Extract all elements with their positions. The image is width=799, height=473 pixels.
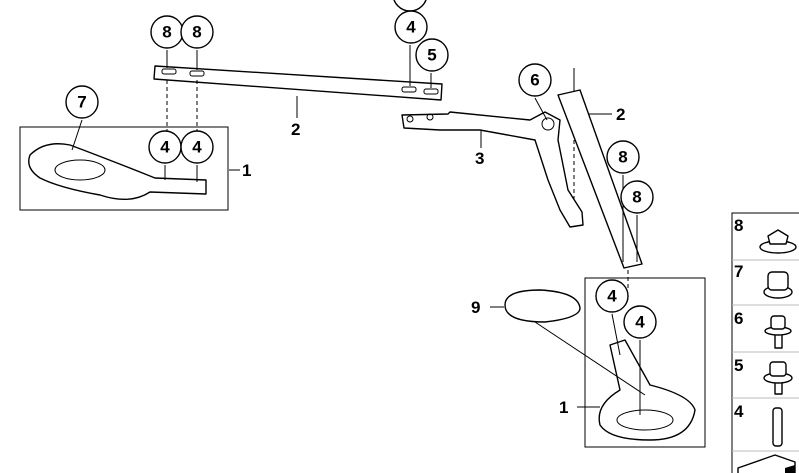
strut-bar-diagonal: [557, 89, 643, 269]
svg-text:7: 7: [734, 262, 743, 281]
nut-collar-icon: [763, 271, 793, 299]
label-2: 2: [291, 120, 300, 139]
nut-flange-icon: [759, 229, 797, 254]
svg-text:8: 8: [162, 23, 171, 42]
strut-tower-right: [598, 339, 696, 441]
svg-text:4: 4: [160, 138, 170, 157]
callout-8: 8: [180, 15, 214, 49]
svg-text:8: 8: [632, 188, 641, 207]
assembly-box-right: [584, 277, 706, 448]
svg-text:4: 4: [192, 138, 202, 157]
assembly-box-left: [19, 126, 229, 211]
label-3: 3: [475, 149, 484, 168]
bolt-washer-icon: [764, 315, 792, 349]
svg-text:6: 6: [530, 71, 539, 90]
label-1: 1: [559, 398, 568, 417]
svg-text:4: 4: [635, 313, 645, 332]
callout-6: 6: [518, 63, 552, 97]
callout-4: 4: [394, 10, 428, 44]
svg-text:8: 8: [618, 148, 627, 167]
callout-8: 8: [620, 180, 654, 214]
callout-4: 4: [148, 130, 182, 164]
cover-cap-9: [504, 289, 581, 323]
svg-text:6: 6: [734, 309, 743, 328]
svg-text:4: 4: [734, 402, 744, 421]
fastener-legend: 8 7 6 5 4: [731, 212, 799, 473]
callout-7: 7: [65, 85, 99, 119]
callout-8: 8: [606, 140, 640, 174]
callout-4: 4: [595, 279, 629, 313]
label-2: 2: [616, 105, 625, 124]
callout-5: 5: [415, 38, 449, 72]
stud-icon: [772, 407, 783, 447]
leader-lines: [71, 45, 641, 415]
svg-text:4: 4: [406, 18, 416, 37]
svg-text:8: 8: [192, 23, 201, 42]
svg-text:5: 5: [734, 356, 743, 375]
callout-4: 4: [180, 130, 214, 164]
label-1: 1: [242, 161, 251, 180]
pad-icon: [737, 454, 796, 473]
strut-tower-left: [28, 143, 207, 200]
callout-cut-off: [393, 0, 427, 12]
svg-text:8: 8: [734, 216, 743, 235]
svg-text:5: 5: [427, 46, 436, 65]
svg-text:7: 7: [77, 93, 86, 112]
svg-text:4: 4: [607, 287, 617, 306]
bolt-icon: [763, 361, 793, 395]
callout-8: 8: [150, 15, 184, 49]
brace-part-3: [401, 111, 584, 228]
strut-bar-horizontal: [153, 65, 443, 101]
callout-4: 4: [623, 305, 657, 339]
label-9: 9: [471, 298, 480, 317]
